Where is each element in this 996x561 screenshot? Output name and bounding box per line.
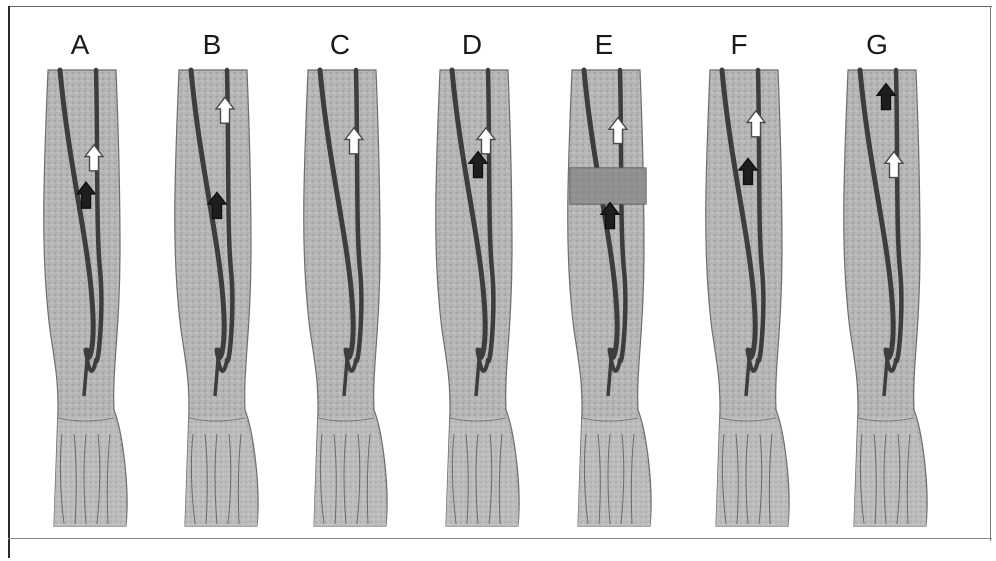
panel-label-g: G — [866, 29, 888, 60]
forearm-panel-b — [175, 70, 258, 526]
hand-region — [446, 418, 518, 526]
panel-label-c: C — [330, 29, 350, 60]
panel-label-e: E — [595, 29, 614, 60]
forearm-panel-a — [44, 70, 127, 526]
hand-region — [578, 418, 650, 526]
panel-label-a: A — [71, 29, 90, 60]
hand-region — [54, 418, 126, 526]
bandage-texture — [570, 168, 646, 204]
forearm-panel-g — [844, 70, 927, 526]
panel-label-f: F — [730, 29, 747, 60]
forearm-panel-e — [568, 70, 651, 526]
forearm-panel-d — [436, 70, 519, 526]
panel-label-d: D — [462, 29, 482, 60]
hand-region — [716, 418, 788, 526]
hand-region — [854, 418, 926, 526]
hand-region — [314, 418, 386, 526]
arm-layer — [44, 70, 927, 526]
panel-label-b: B — [203, 29, 222, 60]
hand-region — [185, 418, 257, 526]
forearm-panel-c — [304, 70, 387, 526]
forearm-panel-f — [706, 70, 789, 526]
